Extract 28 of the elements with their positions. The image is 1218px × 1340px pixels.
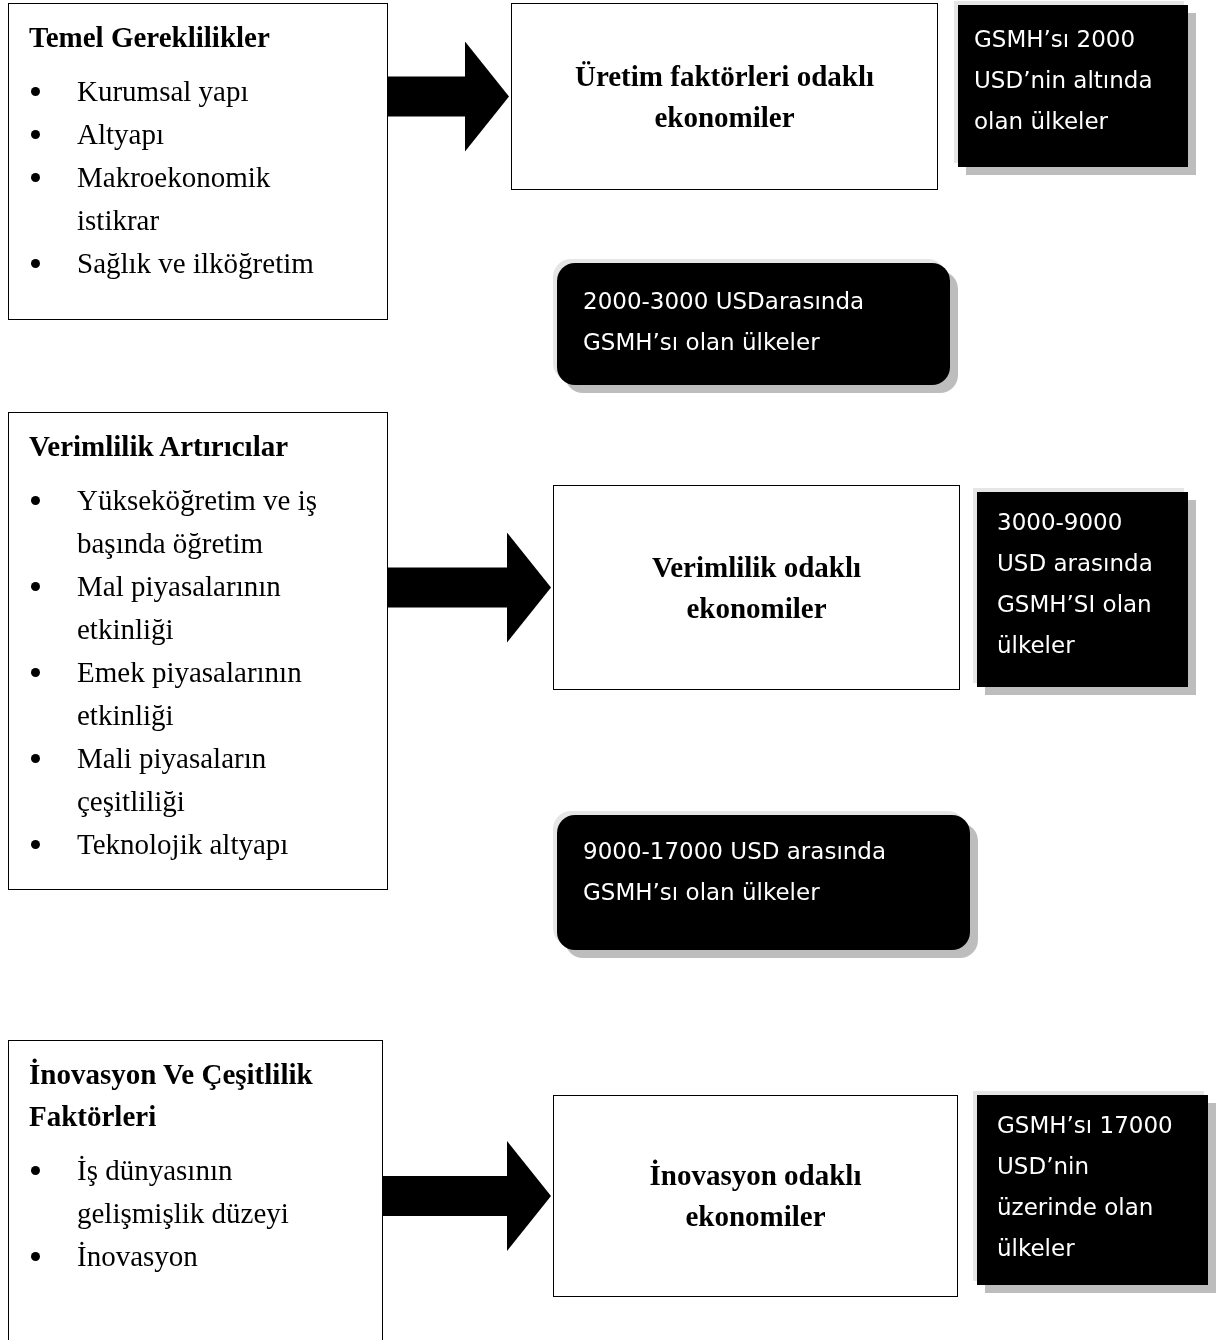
bullet-item: Mali piyasaların çeşitliliği (29, 737, 327, 823)
bullet-item: İnovasyon (29, 1235, 322, 1278)
factor-list-box (8, 3, 388, 320)
list-heading: Verimlilik Artırıcılar (29, 429, 290, 464)
bullet-item: Yükseköğretim ve iş başında öğretim (29, 479, 327, 565)
income-text: GSMH’sı 17000 USD’nin üzerinde olan ülkeler (997, 1111, 1174, 1263)
economy-stage-box (553, 485, 960, 690)
list-heading: Temel Gereklilikler (29, 20, 271, 55)
economy-stage-box (511, 3, 938, 190)
stage-title: Üretim faktörleri odaklı ekonomiler (573, 58, 876, 135)
factor-list-box (8, 412, 388, 890)
stage-title: İnovasyon odaklı ekonomiler (648, 1158, 863, 1234)
income-text: 9000-17000 USD arasında GSMH’sı olan ülkeler (583, 837, 888, 907)
bullet-item: Mal piyasalarının etkinliği (29, 565, 327, 651)
stage-title: Verimlilik odaklı ekonomiler (650, 549, 863, 626)
factor-list-box (8, 1040, 383, 1340)
income-text: 3000-9000 USD arasında GSMH’SI olan ülkeler (997, 508, 1154, 660)
list-heading: İnovasyon Ve Çeşitlilik Faktörleri (29, 1057, 314, 1134)
income-text: GSMH’sı 2000 USD’nin altında olan ülkeler (974, 25, 1154, 136)
bullet-item: Altyapı (29, 113, 327, 156)
bullet-item: Emek piyasalarının etkinliği (29, 651, 327, 737)
bullet-item: Makroekonomik istikrar (29, 156, 327, 242)
bullet-item: Sağlık ve ilköğretim (29, 242, 327, 285)
bullet-item: Teknolojik altyapı (29, 823, 327, 866)
income-text: 2000-3000 USDarasında GSMH’sı olan ülkeler (583, 287, 866, 357)
economy-stage-box (553, 1095, 958, 1297)
bullet-item: Kurumsal yapı (29, 70, 327, 113)
bullet-item: İş dünyasının gelişmişlik düzeyi (29, 1149, 322, 1235)
